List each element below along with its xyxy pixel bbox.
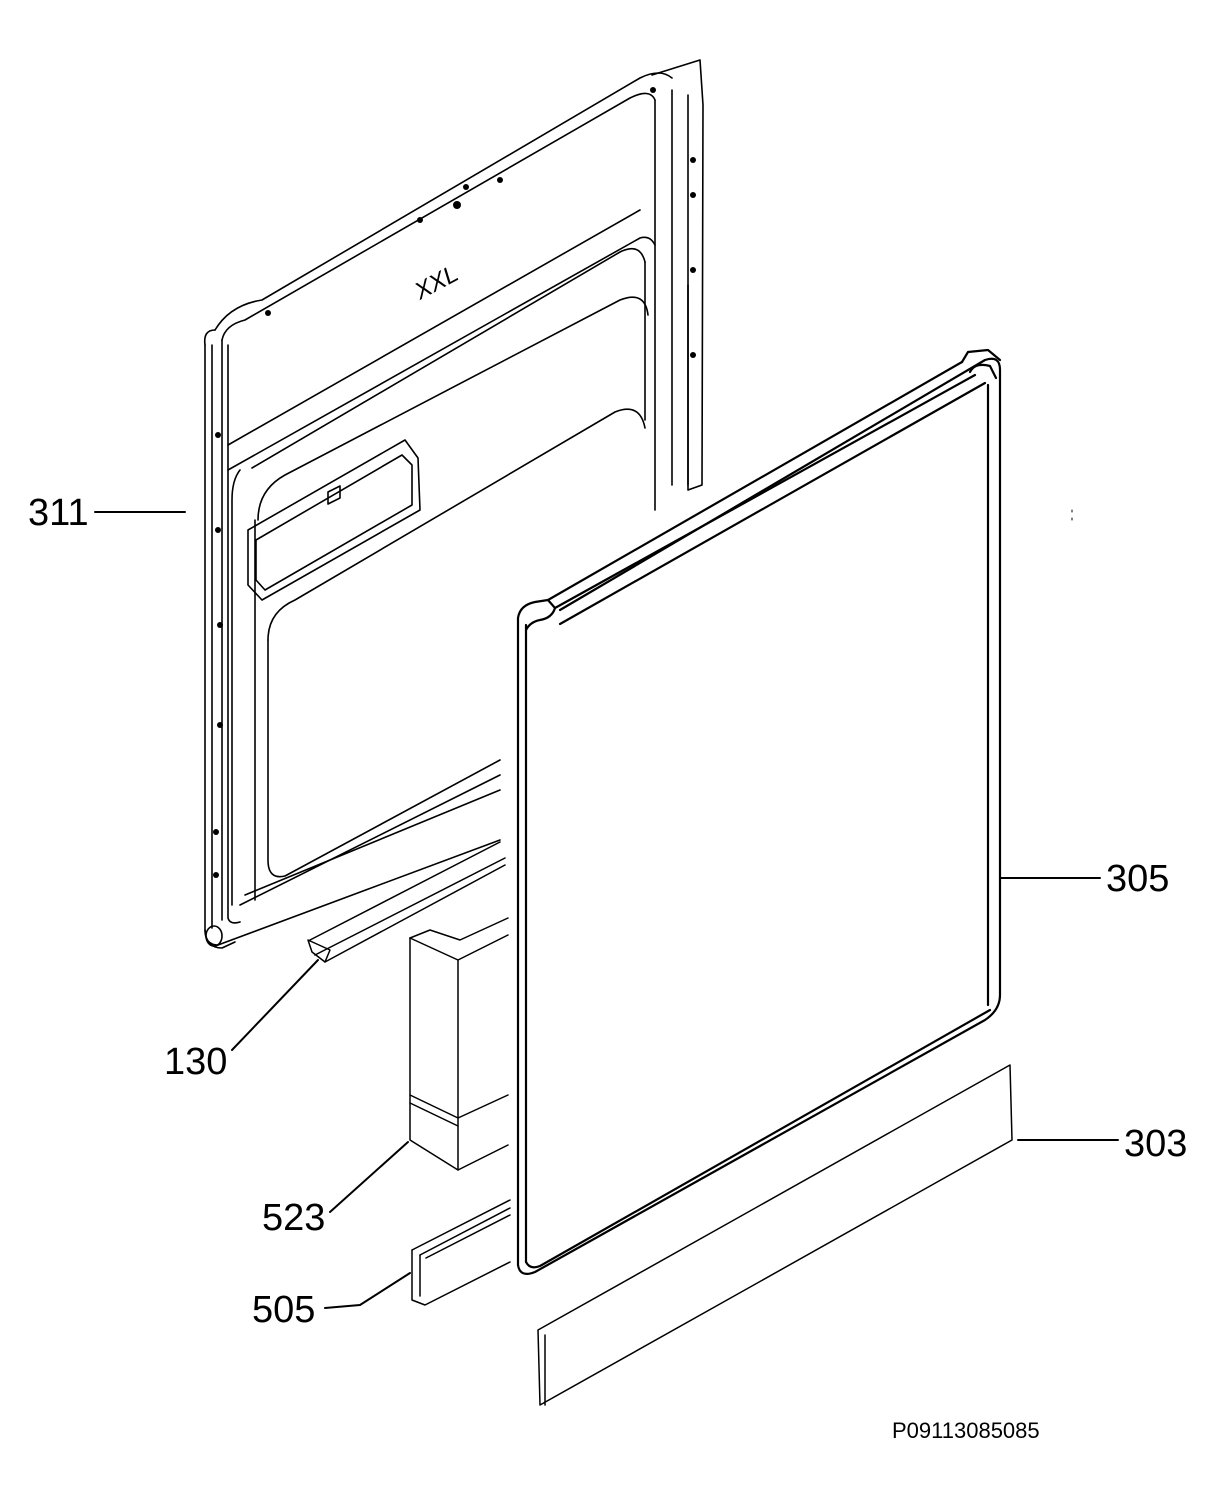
front-strip-303 xyxy=(537,1064,1013,1406)
profile-block-523 xyxy=(409,917,509,1171)
decor-door-305 xyxy=(516,348,1002,1275)
panel-marking: XXL xyxy=(409,260,463,306)
bottom-strip-505 xyxy=(411,1199,511,1306)
callout-311: 311 xyxy=(28,492,89,534)
leader-lines xyxy=(94,511,1119,1309)
leader-505 xyxy=(324,1272,411,1309)
drawing-code: P09113085085 xyxy=(892,1418,1040,1443)
callout-305: 305 xyxy=(1106,858,1170,900)
callout-130: 130 xyxy=(164,1041,228,1083)
callout-505: 505 xyxy=(252,1289,316,1331)
leader-130 xyxy=(231,959,319,1051)
panel-screws xyxy=(213,87,696,878)
leader-523 xyxy=(329,1141,409,1213)
hinge-bar-130 xyxy=(307,841,506,963)
inner-door-panel-311 xyxy=(203,59,704,949)
callout-303: 303 xyxy=(1124,1123,1188,1165)
callout-523: 523 xyxy=(262,1197,326,1239)
